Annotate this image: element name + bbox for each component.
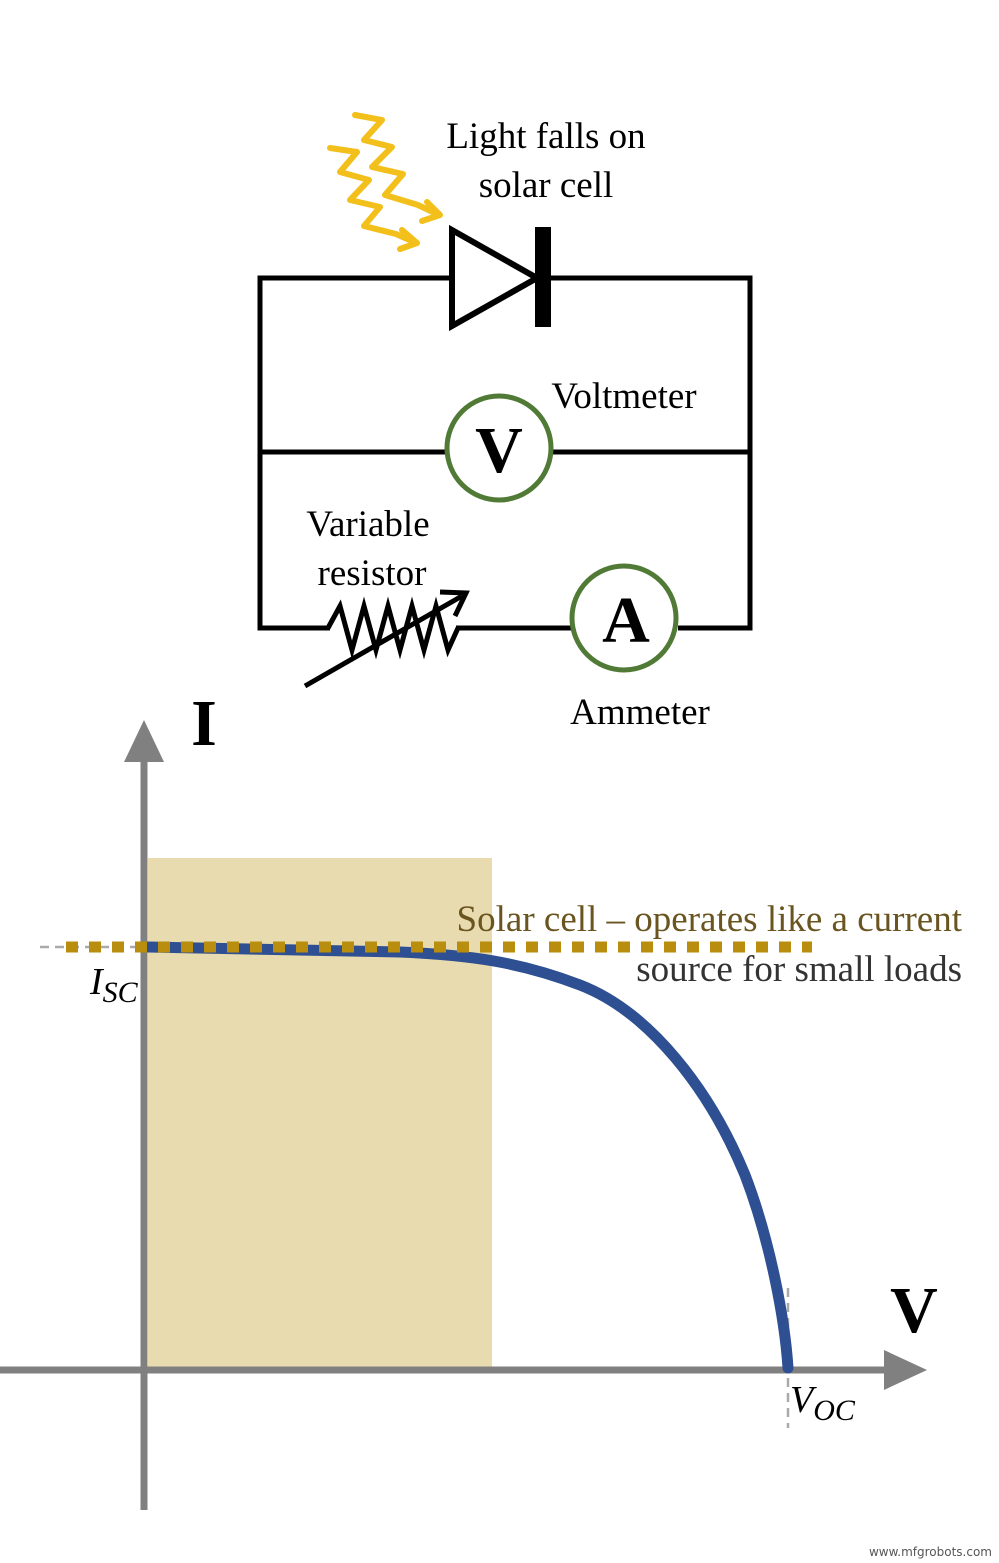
iv-graph: I V ISC VOC Solar cell – operates like a… [0, 687, 963, 1510]
resistor-label-line2: resistor [318, 553, 427, 594]
x-axis-label: V [890, 1274, 938, 1347]
voltmeter-symbol: V [475, 414, 523, 487]
light-rays-icon [327, 112, 443, 252]
voc-label-sub: OC [813, 1394, 856, 1427]
ammeter-ring [569, 563, 679, 673]
watermark: www.mfgrobots.com [869, 1545, 992, 1559]
light-label-line2: solar cell [479, 165, 614, 206]
y-axis-label: I [191, 687, 217, 760]
light-label-line1: Light falls on [446, 116, 645, 157]
current-source-region [148, 858, 492, 1368]
voltmeter-label: Voltmeter [551, 376, 696, 417]
voc-label: VOC [790, 1379, 856, 1427]
annotation-line1: Solar cell – operates like a current [457, 899, 963, 940]
voltmeter: V [444, 393, 554, 503]
x-axis-arrow-icon [884, 1350, 927, 1390]
voc-label-main: V [790, 1379, 817, 1421]
solar-cell-diode-icon [449, 224, 551, 332]
isc-label-main: I [89, 961, 105, 1003]
isc-label: ISC [89, 961, 139, 1009]
circuit: V A Light falls on solar cell Voltmeter … [257, 112, 753, 733]
iv-curve [142, 941, 794, 1374]
ammeter-label: Ammeter [570, 692, 710, 733]
ammeter-symbol: A [602, 584, 650, 657]
circuit-wires [257, 275, 753, 631]
axes [0, 720, 927, 1510]
isc-label-sub: SC [103, 976, 139, 1009]
resistor-label-line1: Variable [306, 504, 429, 545]
y-axis-arrow-icon [124, 720, 164, 762]
variable-resistor-icon [303, 589, 470, 689]
voltmeter-ring [444, 393, 554, 503]
annotation-line2: source for small loads [636, 949, 962, 990]
ammeter: A [569, 563, 679, 673]
